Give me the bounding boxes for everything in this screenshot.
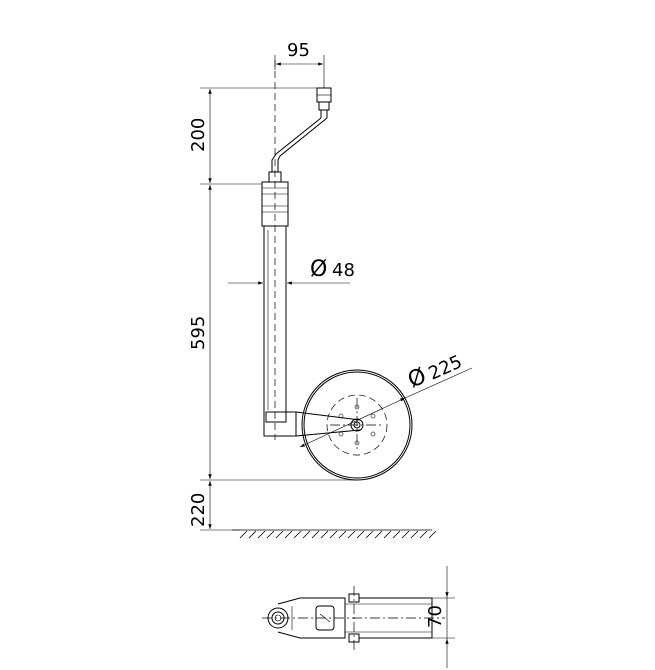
ground-hatch [266, 530, 275, 539]
ground-hatch [356, 530, 365, 539]
dim-wheel-clearance: 220 [188, 481, 212, 529]
dim-crank-offset-text: 95 [287, 40, 310, 61]
main-tube [261, 60, 289, 440]
ground-hatch [428, 530, 437, 539]
diameter-symbol-tube: Ø [310, 257, 327, 282]
ground-hatch [338, 530, 347, 539]
top-view: 70 [262, 566, 455, 668]
extension-lines [200, 55, 357, 531]
ground-hatch [284, 530, 293, 539]
dim-wheel-width-text: 70 [425, 605, 446, 628]
dim-wheel-clearance-text: 220 [188, 493, 209, 527]
ground-hatch [347, 530, 356, 539]
ground-hatch [275, 530, 284, 539]
ground-hatch [302, 530, 311, 539]
ground-hatch [392, 530, 401, 539]
ground-hatch [257, 530, 266, 539]
crank-handle [268, 87, 332, 183]
ground-hatch [320, 530, 329, 539]
ground-hatch [419, 530, 428, 539]
side-view: 95 200 595 220 Ø 48 Ø [188, 40, 473, 539]
ground-hatch [383, 530, 392, 539]
dim-crank-offset: 95 [276, 40, 323, 66]
dim-crank-height: 200 [188, 89, 212, 183]
dim-wheel-width: 70 [425, 566, 449, 668]
dim-wheel-diameter: Ø 225 [299, 351, 473, 448]
dim-tube-length: 595 [188, 185, 212, 479]
dim-tube-length-text: 595 [188, 316, 209, 350]
dim-tube-diameter-text: 48 [332, 260, 355, 281]
ground-hatch [311, 530, 320, 539]
ground-hatch [239, 530, 248, 539]
wheel-fork [263, 411, 361, 437]
ground-hatch [365, 530, 374, 539]
wheel [301, 369, 413, 481]
ground-hatch [374, 530, 383, 539]
ground-hatch [293, 530, 302, 539]
ground-hatch [248, 530, 257, 539]
dim-crank-height-text: 200 [188, 118, 209, 152]
ground-hatch [401, 530, 410, 539]
ground-line [232, 529, 437, 539]
ground-hatch [410, 530, 419, 539]
ground-hatch [329, 530, 338, 539]
dim-tube-diameter: Ø 48 [228, 257, 355, 285]
